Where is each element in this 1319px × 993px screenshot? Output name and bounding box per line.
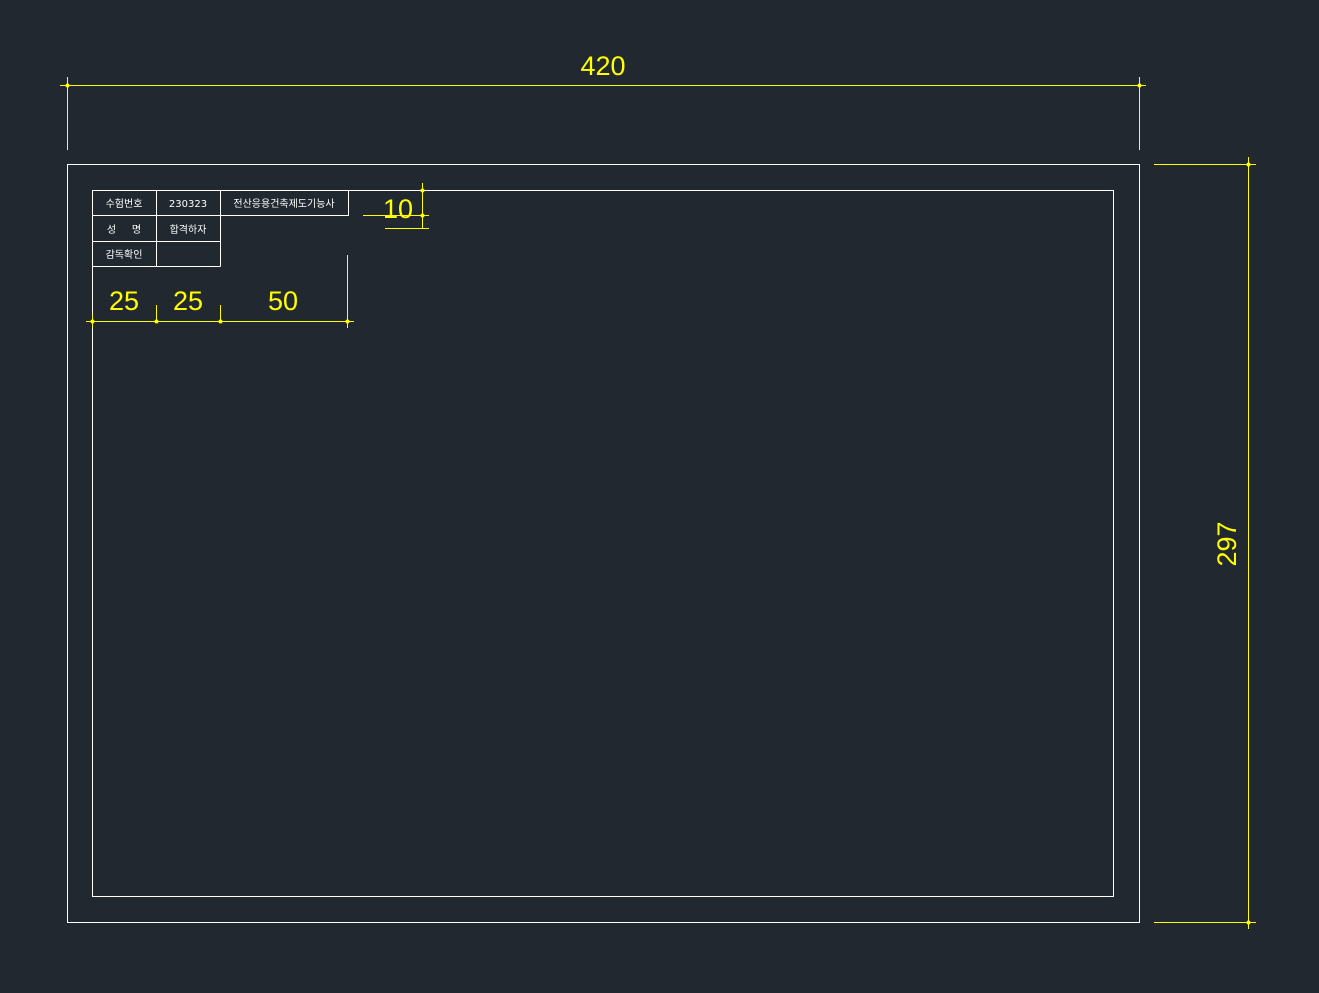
exam-number-label: 수험번호	[106, 198, 143, 210]
dimension-height[interactable]: 297	[1154, 157, 1256, 929]
dim-col2-text: 25	[173, 286, 203, 316]
dim-margin-tick-bottom	[420, 213, 425, 218]
dim-col1-text: 25	[109, 286, 139, 316]
dim-margin-text: 10	[383, 194, 413, 224]
dim-col3-text: 50	[268, 286, 298, 316]
title-block: 수험번호 230323 전산응용건축제도기능사 성 명 합격하자 감독확인	[92, 190, 349, 267]
dimension-columns[interactable]: 25 25 50	[86, 255, 354, 328]
dim-width-tick-right	[1137, 83, 1142, 88]
drawing-frame	[92, 190, 1114, 897]
dim-height-tick-top	[1246, 162, 1251, 167]
dim-col-tick-0	[90, 319, 95, 324]
name-label: 성 명	[107, 224, 141, 236]
dim-height-tick-bottom	[1246, 920, 1251, 925]
dim-col-tick-1	[154, 319, 159, 324]
sheet-border	[67, 164, 1140, 923]
dimension-width[interactable]: 420	[60, 51, 1146, 150]
dim-width-tick-left	[65, 83, 70, 88]
dim-margin-tick-top	[420, 188, 425, 193]
supervisor-label: 감독확인	[106, 249, 143, 261]
dim-col-tick-3	[345, 319, 350, 324]
dimension-margin[interactable]: 10	[363, 183, 429, 229]
dim-width-text: 420	[580, 51, 625, 81]
name-value: 합격하자	[170, 223, 207, 236]
dim-height-text: 297	[1212, 521, 1242, 566]
exam-number-value: 230323	[169, 199, 207, 210]
exam-title: 전산응용건축제도기능사	[233, 198, 334, 210]
dim-col-tick-2	[218, 319, 223, 324]
